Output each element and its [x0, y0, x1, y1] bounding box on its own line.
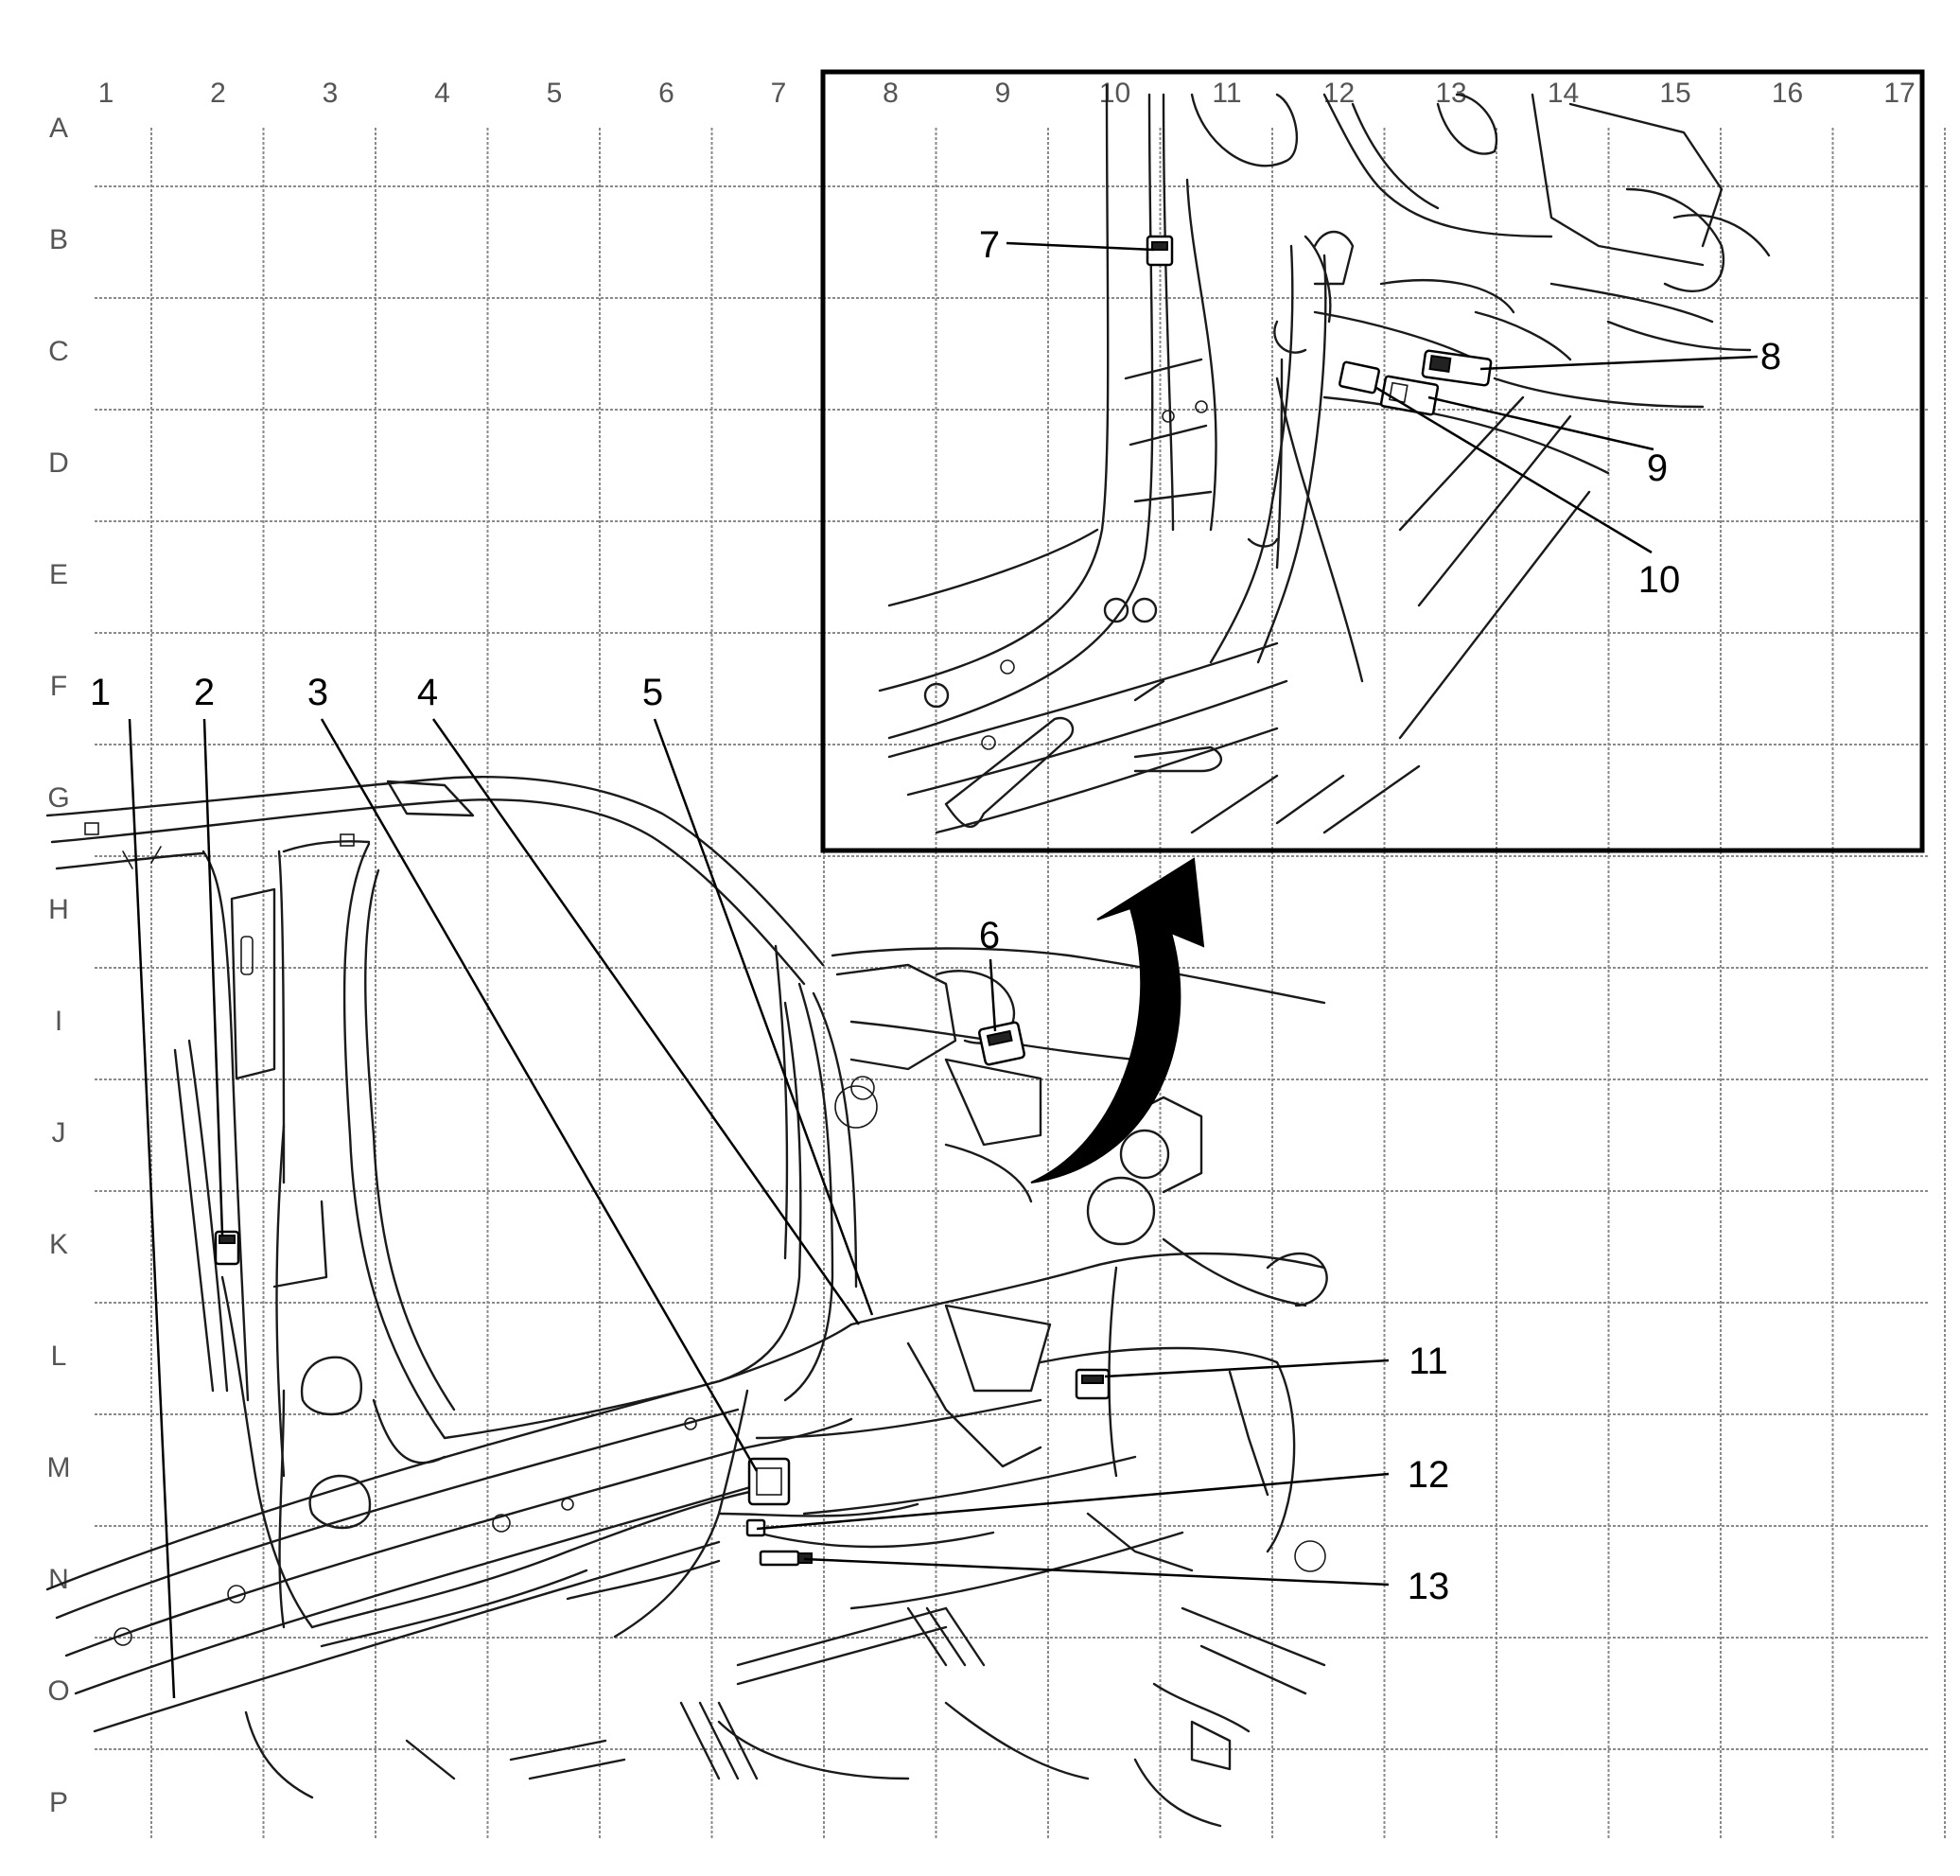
grid-row-label: B [49, 224, 68, 255]
grid-row-label: G [47, 782, 69, 814]
grid-row-label: F [50, 671, 67, 702]
grid-column-label: 15 [1659, 78, 1690, 109]
grid-row-label: J [52, 1117, 66, 1148]
grid-column-label: 14 [1548, 78, 1579, 109]
grid-row-label: P [49, 1787, 68, 1818]
callout-leaders [128, 241, 1759, 1699]
connector-11-part [1075, 1368, 1111, 1400]
callout-1: 1 [90, 672, 111, 713]
vehicle-body-illustration [45, 776, 1328, 1828]
leader-11 [1104, 1359, 1390, 1378]
grid-column-label: 7 [771, 78, 787, 109]
callout-2: 2 [194, 672, 215, 713]
connector-10-part [1339, 360, 1380, 394]
leader-7 [1006, 241, 1155, 252]
connector-8-part [1421, 349, 1493, 387]
callout-6: 6 [979, 915, 1000, 956]
grid-row-label: I [55, 1006, 62, 1037]
grid-column-label: 8 [883, 78, 899, 109]
detail-inset-frame [820, 69, 1925, 853]
grid-row-label: O [47, 1675, 69, 1707]
leader-6 [989, 958, 997, 1032]
grid-column-label: 3 [323, 78, 339, 109]
leader-1 [128, 718, 176, 1699]
grid-row-label: N [48, 1564, 69, 1595]
grid-column-label: 10 [1099, 78, 1130, 109]
grid-column-label: 2 [210, 78, 226, 109]
callout-13: 13 [1408, 1566, 1450, 1607]
curved-arrow-icon [1030, 857, 1205, 1183]
leader-12 [756, 1472, 1390, 1531]
grid-row-label: C [48, 336, 69, 367]
leader-5 [653, 718, 874, 1316]
connector-2-part [214, 1230, 240, 1266]
grid-row-label: K [49, 1229, 68, 1260]
leader-3 [320, 718, 759, 1472]
callout-11: 11 [1409, 1341, 1448, 1382]
grid-row-label: M [47, 1452, 71, 1483]
reference-grid [95, 128, 1946, 1840]
connector-4-part [747, 1457, 791, 1506]
connector-7-part [1146, 235, 1174, 267]
callout-7: 7 [979, 224, 1000, 266]
callout-9: 9 [1647, 447, 1668, 489]
grid-column-label: 9 [995, 78, 1011, 109]
callout-8: 8 [1760, 336, 1781, 377]
connector-13-part [759, 1550, 813, 1567]
grid-row-label: L [51, 1341, 67, 1372]
grid-column-label: 16 [1772, 78, 1803, 109]
callout-4: 4 [417, 672, 438, 713]
callout-labels: 1 2 3 4 5 6 7 8 9 10 11 12 13 [90, 224, 1781, 1607]
grid-column-label: 1 [98, 78, 114, 109]
grid-column-label: 11 [1212, 78, 1241, 109]
callout-3: 3 [307, 672, 328, 713]
grid-row-label: D [48, 447, 69, 479]
grid-column-label: 6 [658, 78, 674, 109]
grid-row-label: E [49, 559, 68, 590]
callout-10: 10 [1638, 559, 1681, 601]
leader-13 [803, 1557, 1390, 1587]
leader-10 [1375, 386, 1653, 554]
leader-2 [202, 718, 224, 1236]
grid-row-label: A [49, 113, 68, 144]
grid-row-labels: A B C D E F G H I J K L M N O P [47, 113, 71, 1818]
grid-column-label: 17 [1883, 78, 1915, 109]
leader-4 [431, 718, 861, 1325]
callout-5: 5 [642, 672, 663, 713]
grid-column-label: 4 [434, 78, 450, 109]
grid-row-label: H [48, 894, 69, 925]
detail-inset-illustration [878, 83, 1771, 834]
grid-column-label: 13 [1435, 78, 1466, 109]
leader-9 [1427, 395, 1654, 451]
grid-column-label: 5 [547, 78, 563, 109]
callout-12: 12 [1408, 1454, 1450, 1496]
connector-6-part [978, 1021, 1025, 1066]
leader-8 [1479, 355, 1759, 371]
